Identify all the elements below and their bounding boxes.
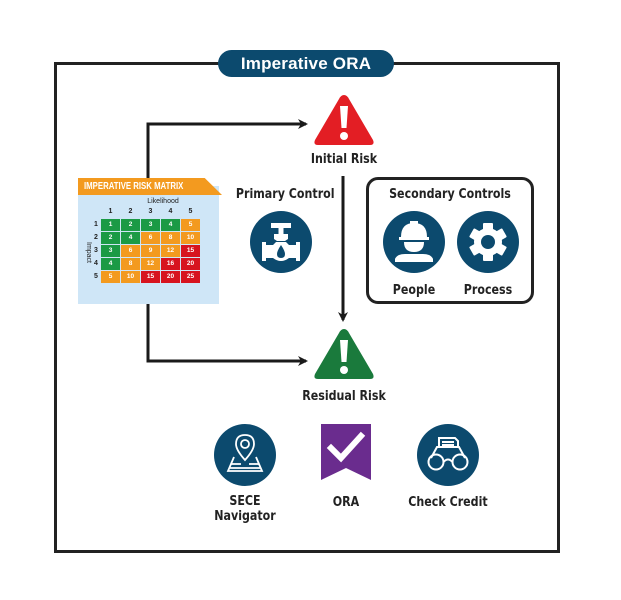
risk-matrix-cell-medium: 6 [121,245,140,257]
map-pin-icon [226,434,264,472]
likelihood-tick: 2 [128,208,133,215]
people-circle [383,211,445,273]
impact-tick: 5 [94,273,98,280]
risk-matrix-cell-high: 25 [181,271,200,283]
process-circle [457,211,519,273]
sece-navigator-label-line1: SECE [229,493,261,509]
sece-navigator-label-line2: Navigator [214,508,276,524]
risk-matrix-cell-low: 4 [121,232,140,244]
likelihood-tick: 4 [168,208,173,215]
risk-matrix-cell-medium: 12 [161,245,180,257]
primary-control-circle [250,211,312,273]
impact-tick: 2 [94,234,98,241]
diagram-title: Imperative ORA [218,50,394,77]
risk-matrix-cell-medium: 6 [141,232,160,244]
ora-checkmark-ribbon-icon [321,424,371,480]
risk-matrix-cell-medium: 10 [121,271,140,283]
check-credit-circle [417,424,479,486]
valve-icon [262,223,300,261]
risk-matrix-cell-low: 2 [121,219,140,231]
risk-matrix-cell-medium: 10 [181,232,200,244]
initial-risk-label: Initial Risk [310,151,378,167]
likelihood-tick: 3 [148,208,153,215]
impact-tick: 3 [94,247,98,254]
impact-tick: 1 [94,221,98,228]
risk-matrix-card: IMPERATIVE RISK MATRIX Likelihood Impact… [78,178,222,304]
risk-matrix-cell-low: 1 [101,219,120,231]
process-label: Process [463,282,513,298]
risk-matrix-cell-high: 20 [161,271,180,283]
risk-matrix-cell-low: 3 [101,245,120,257]
people-label: People [392,282,436,298]
risk-matrix-cell-medium: 9 [141,245,160,257]
impact-tick: 4 [94,260,98,267]
gear-icon [469,223,507,261]
risk-matrix-title: IMPERATIVE RISK MATRIX [78,178,222,195]
risk-matrix-cell-medium: 8 [121,258,140,270]
risk-matrix-cell-low: 4 [161,219,180,231]
residual-risk-label: Residual Risk [302,388,386,404]
risk-matrix-title-text: IMPERATIVE RISK MATRIX [84,181,184,192]
risk-matrix-cell-low: 4 [101,258,120,270]
risk-matrix-cell-high: 15 [141,271,160,283]
secondary-controls-box [366,177,534,304]
risk-matrix-cell-high: 16 [161,258,180,270]
risk-matrix-cell-high: 15 [181,245,200,257]
secondary-controls-title: Secondary Controls [389,186,511,202]
risk-matrix-cell-medium: 8 [161,232,180,244]
sece-navigator-label: SECE Navigator [212,494,278,524]
likelihood-tick: 1 [108,208,113,215]
arrow-matrix-to-residual-risk [146,302,308,366]
arrow-matrix-to-initial-risk [146,119,308,180]
likelihood-tick: 5 [188,208,193,215]
ora-label: ORA [332,494,360,510]
check-credit-label: Check Credit [408,494,488,510]
residual-risk-warning-icon [314,329,374,379]
risk-matrix-cell-medium: 5 [181,219,200,231]
risk-matrix-cell-high: 20 [181,258,200,270]
risk-matrix-cell-medium: 12 [141,258,160,270]
hard-hat-worker-icon [395,221,433,262]
binoculars-document-icon [427,437,469,471]
risk-matrix-cell-low: 2 [101,232,120,244]
initial-risk-warning-icon [314,95,374,145]
likelihood-axis-label: Likelihood [147,198,179,205]
primary-control-label: Primary Control [235,186,335,202]
impact-axis-label: Impact [85,242,92,264]
sece-navigator-circle [214,424,276,486]
risk-matrix-cell-medium: 5 [101,271,120,283]
risk-matrix-cell-low: 3 [141,219,160,231]
